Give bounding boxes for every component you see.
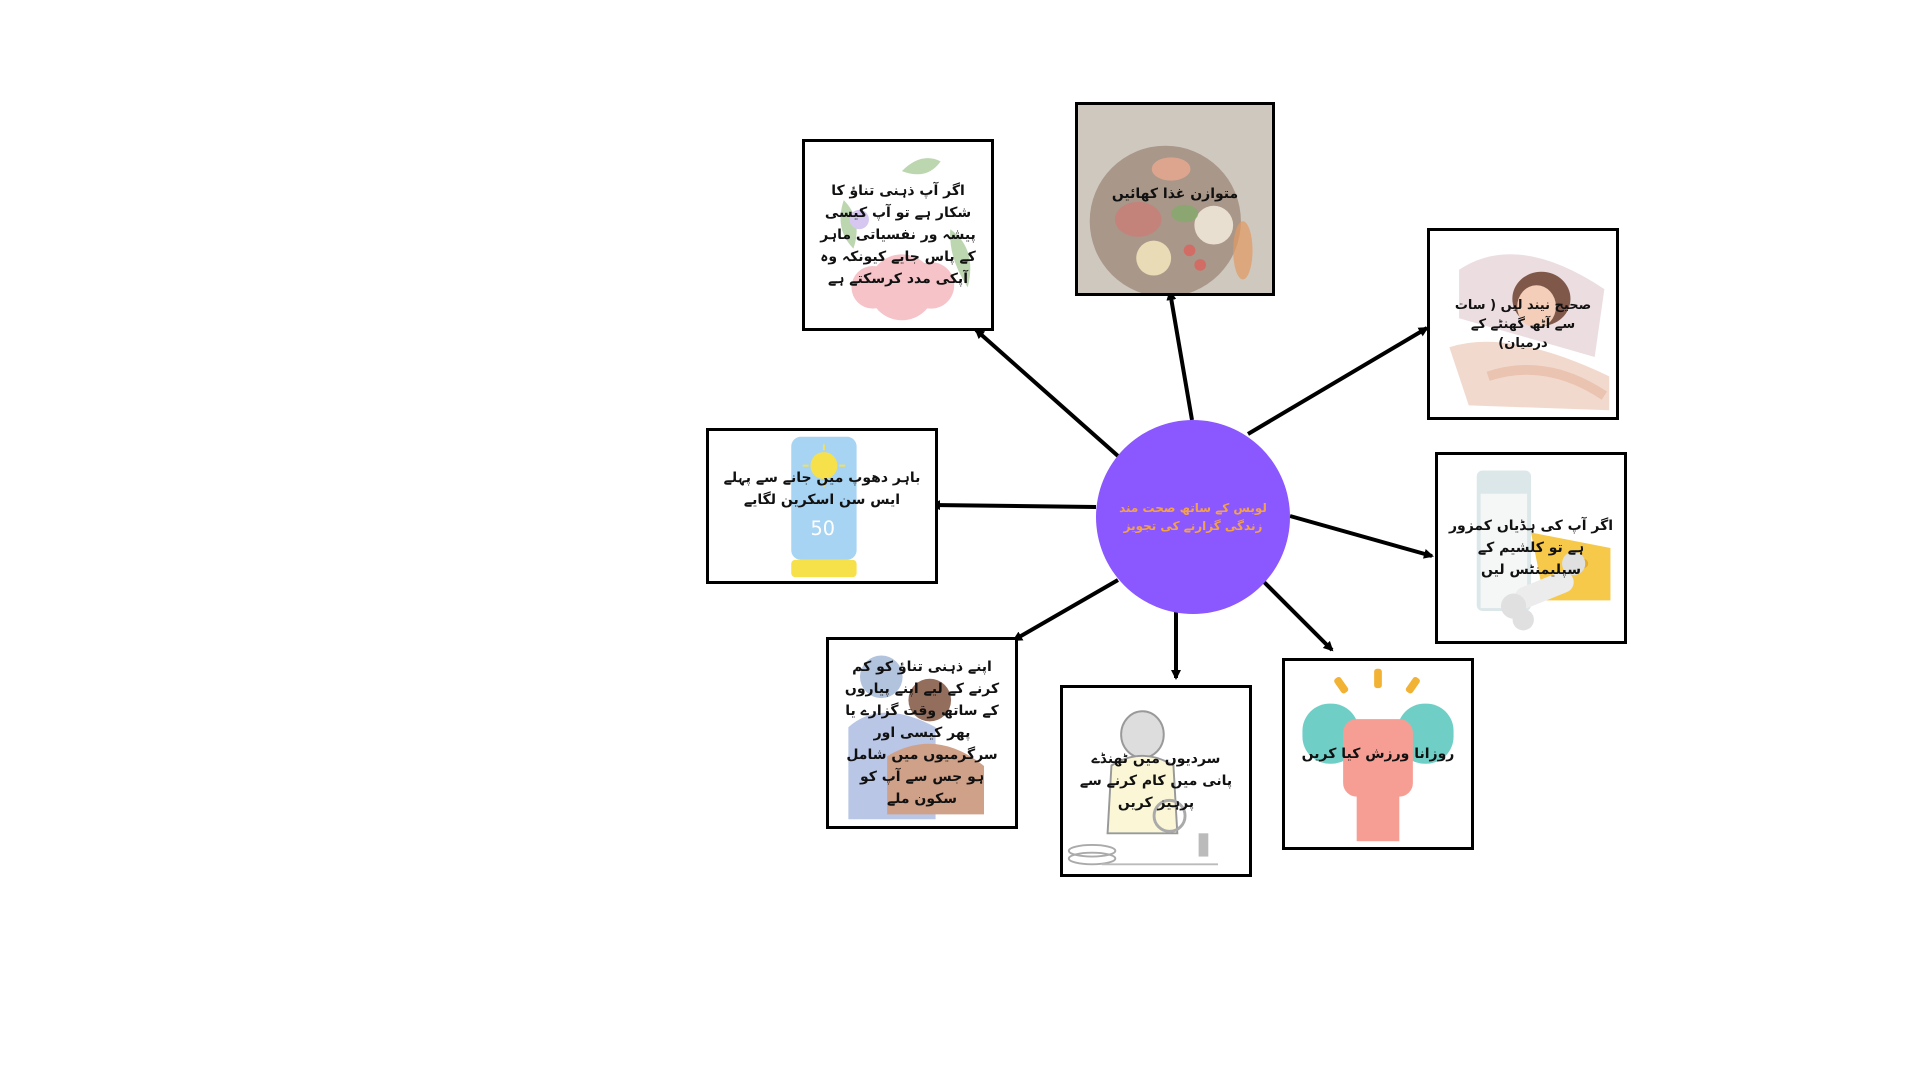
arrow-to-loved-ones [1012,578,1119,642]
node-label-calcium: اگر آپ کی ہڈیاں کمزور ہے تو کلشیم کے سپل… [1448,518,1614,578]
arrow-to-sunscreen [930,500,1097,511]
node-label-diet: متوازن غذا کھائیں [1111,186,1239,202]
card-loved-ones: اپنے ذہنی تناؤ کو کم کرنے کے لیے اپنے پی… [826,637,1018,829]
node-label-exercise: روزانا ورزش کیا کریں [1301,746,1455,762]
node-label-loved-ones: اپنے ذہنی تناؤ کو کم کرنے کے لیے اپنے پی… [844,659,1000,807]
card-balanced-diet: متوازن غذا کھائیں [1075,102,1275,296]
arrow-to-diet [1166,290,1194,421]
card-cold-water: سردیوں میں ٹھنڈے پانی میں کام کرنے سے پر… [1060,685,1252,877]
dishwashing-image [1067,710,1218,866]
arrow-to-calcium [1289,514,1434,559]
center-topic-circle: لوبس کے ساتھ صحت مند زندگی گزارنے کی تجو… [1096,420,1290,614]
node-label-sleep: صحیح نیند لیں ( سات سے آٹھ گھنٹے کے درمی… [1454,297,1592,351]
card-therapist: اگر آپ ذہنی تناؤ کا شکار ہے تو آپ کیسی پ… [802,139,994,331]
hugging-people-image [829,640,1015,826]
dumbbell-fist-image [1302,668,1454,842]
node-label-cold-water: سردیوں میں ٹھنڈے پانی میں کام کرنے سے پر… [1079,751,1233,811]
card-exercise: روزانا ورزش کیا کریں [1282,658,1474,850]
arrow-to-therapist [974,328,1120,458]
node-label-sunscreen: باہر دھوپ میں جانے سے پہلے ایس سن اسکرین… [723,470,921,508]
tube-spf-label: 50 [810,517,834,540]
sunscreen-tube-image: 50 [791,436,857,578]
card-calcium: اگر آپ کی ہڈیاں کمزور ہے تو کلشیم کے سپل… [1435,452,1627,644]
arrow-to-sleep [1246,326,1429,436]
flower-image [840,158,971,321]
card-sunscreen: 50 باہر دھوپ میں جانے سے پہلے ایس سن اسک… [706,428,938,584]
milk-bone-image [1476,470,1611,631]
healthy-diet-image [1078,105,1272,293]
arrow-to-exercise [1260,578,1334,652]
center-topic-label: لوبس کے ساتھ صحت مند زندگی گزارنے کی تجو… [1119,501,1267,533]
node-label-therapist: اگر آپ ذہنی تناؤ کا شکار ہے تو آپ کیسی پ… [820,183,976,287]
sleeping-person-image [1430,231,1616,417]
card-sleep: صحیح نیند لیں ( سات سے آٹھ گھنٹے کے درمی… [1427,228,1619,420]
